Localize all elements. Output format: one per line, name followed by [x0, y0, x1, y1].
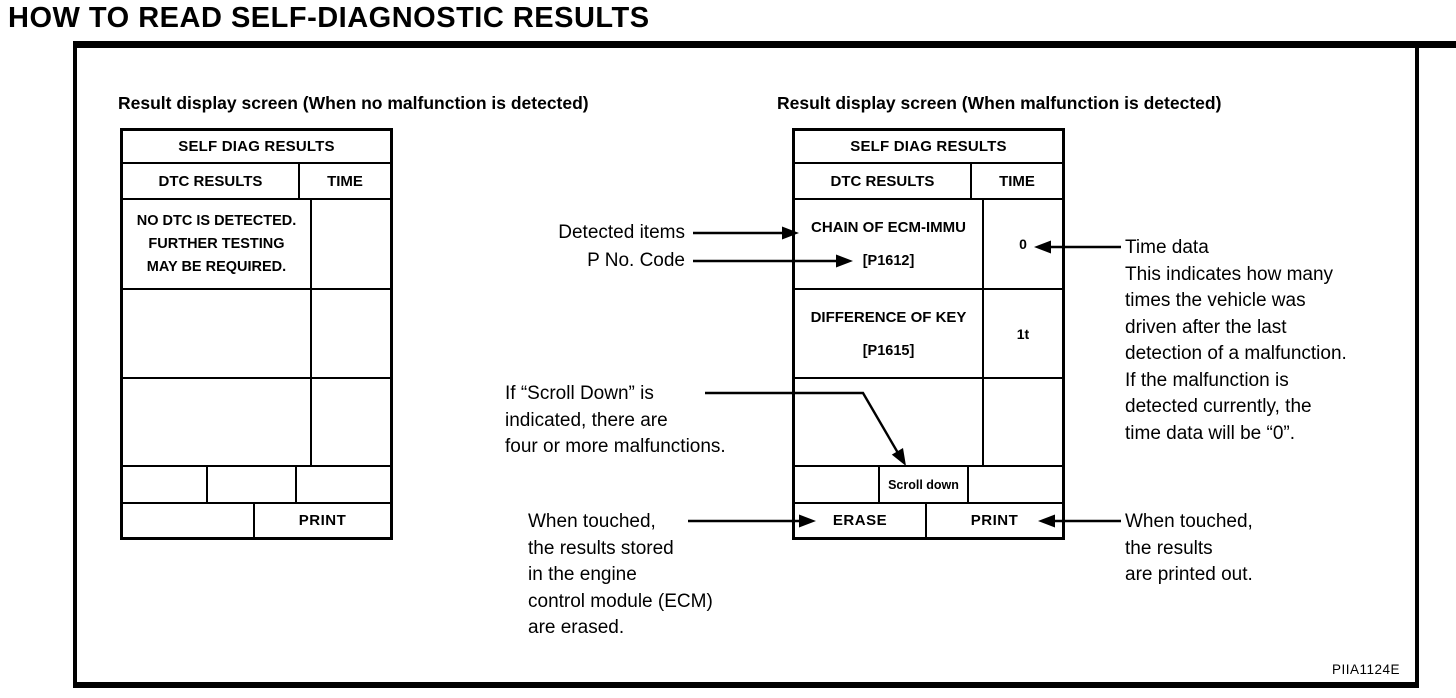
annotation-p-no-code: P No. Code [587, 250, 685, 271]
annotation-scroll-down: If “Scroll Down” is indicated, there are… [505, 383, 726, 457]
figure-code: PIIA1124E [1331, 662, 1400, 677]
annotation-time-data: Time data This indicates how many times … [1125, 237, 1347, 444]
title-rule [1419, 41, 1456, 48]
dtc-item-name: DIFFERENCE OF KEY [810, 308, 967, 326]
empty-time-cell [312, 290, 390, 377]
page-title: HOW TO READ SELF-DIAGNOSTIC RESULTS [8, 2, 650, 34]
empty-scroll-cell [969, 467, 1062, 502]
print-button[interactable]: PRINT [298, 512, 347, 529]
no-dtc-message: NO DTC IS DETECTED. FURTHER TESTING MAY … [136, 212, 297, 275]
empty-button-cell [123, 504, 255, 537]
time-header: TIME [999, 172, 1035, 190]
dtc-row: DIFFERENCE OF KEY [P1615] 1t [795, 288, 1062, 377]
dtc-p-code: [P1615] [862, 342, 915, 359]
dtc-results-header: DTC RESULTS [123, 164, 300, 198]
dtc-results-header: DTC RESULTS [795, 164, 972, 198]
left-screen-heading: Result display screen (When no malfuncti… [118, 93, 589, 113]
scroll-down-button[interactable]: Scroll down [880, 467, 969, 502]
empty-scroll-cell [123, 467, 208, 502]
empty-scroll-cell [297, 467, 390, 502]
print-button[interactable]: PRINT [970, 512, 1019, 529]
empty-dtc-cell [123, 290, 312, 377]
annotation-erase: When touched, the results stored in the … [528, 511, 713, 638]
time-header: TIME [327, 172, 363, 190]
time-cell-empty [312, 200, 390, 288]
annotation-print: When touched, the results are printed ou… [1125, 511, 1253, 585]
empty-time-cell [312, 379, 390, 465]
annotation-detected-items: Detected items [558, 222, 685, 243]
dtc-item-name: CHAIN OF ECM-IMMU [811, 219, 966, 236]
right-diagnostic-screen: SELF DIAG RESULTS DTC RESULTS TIME CHAIN… [792, 128, 1065, 540]
time-value: 0 [1019, 236, 1027, 252]
right-screen-heading: Result display screen (When malfunction … [777, 93, 1222, 113]
empty-dtc-cell [795, 379, 984, 465]
empty-time-cell [984, 379, 1062, 465]
empty-dtc-cell [123, 379, 312, 465]
screen-title: SELF DIAG RESULTS [850, 138, 1007, 155]
empty-scroll-cell [208, 467, 297, 502]
dtc-row: CHAIN OF ECM-IMMU [P1612] 0 [795, 198, 1062, 288]
left-diagnostic-screen: SELF DIAG RESULTS DTC RESULTS TIME NO DT… [120, 128, 393, 540]
dtc-p-code: [P1612] [862, 253, 915, 269]
time-value: 1t [1016, 325, 1030, 342]
empty-scroll-cell [795, 467, 880, 502]
erase-button[interactable]: ERASE [795, 504, 927, 537]
screen-title: SELF DIAG RESULTS [178, 138, 335, 155]
